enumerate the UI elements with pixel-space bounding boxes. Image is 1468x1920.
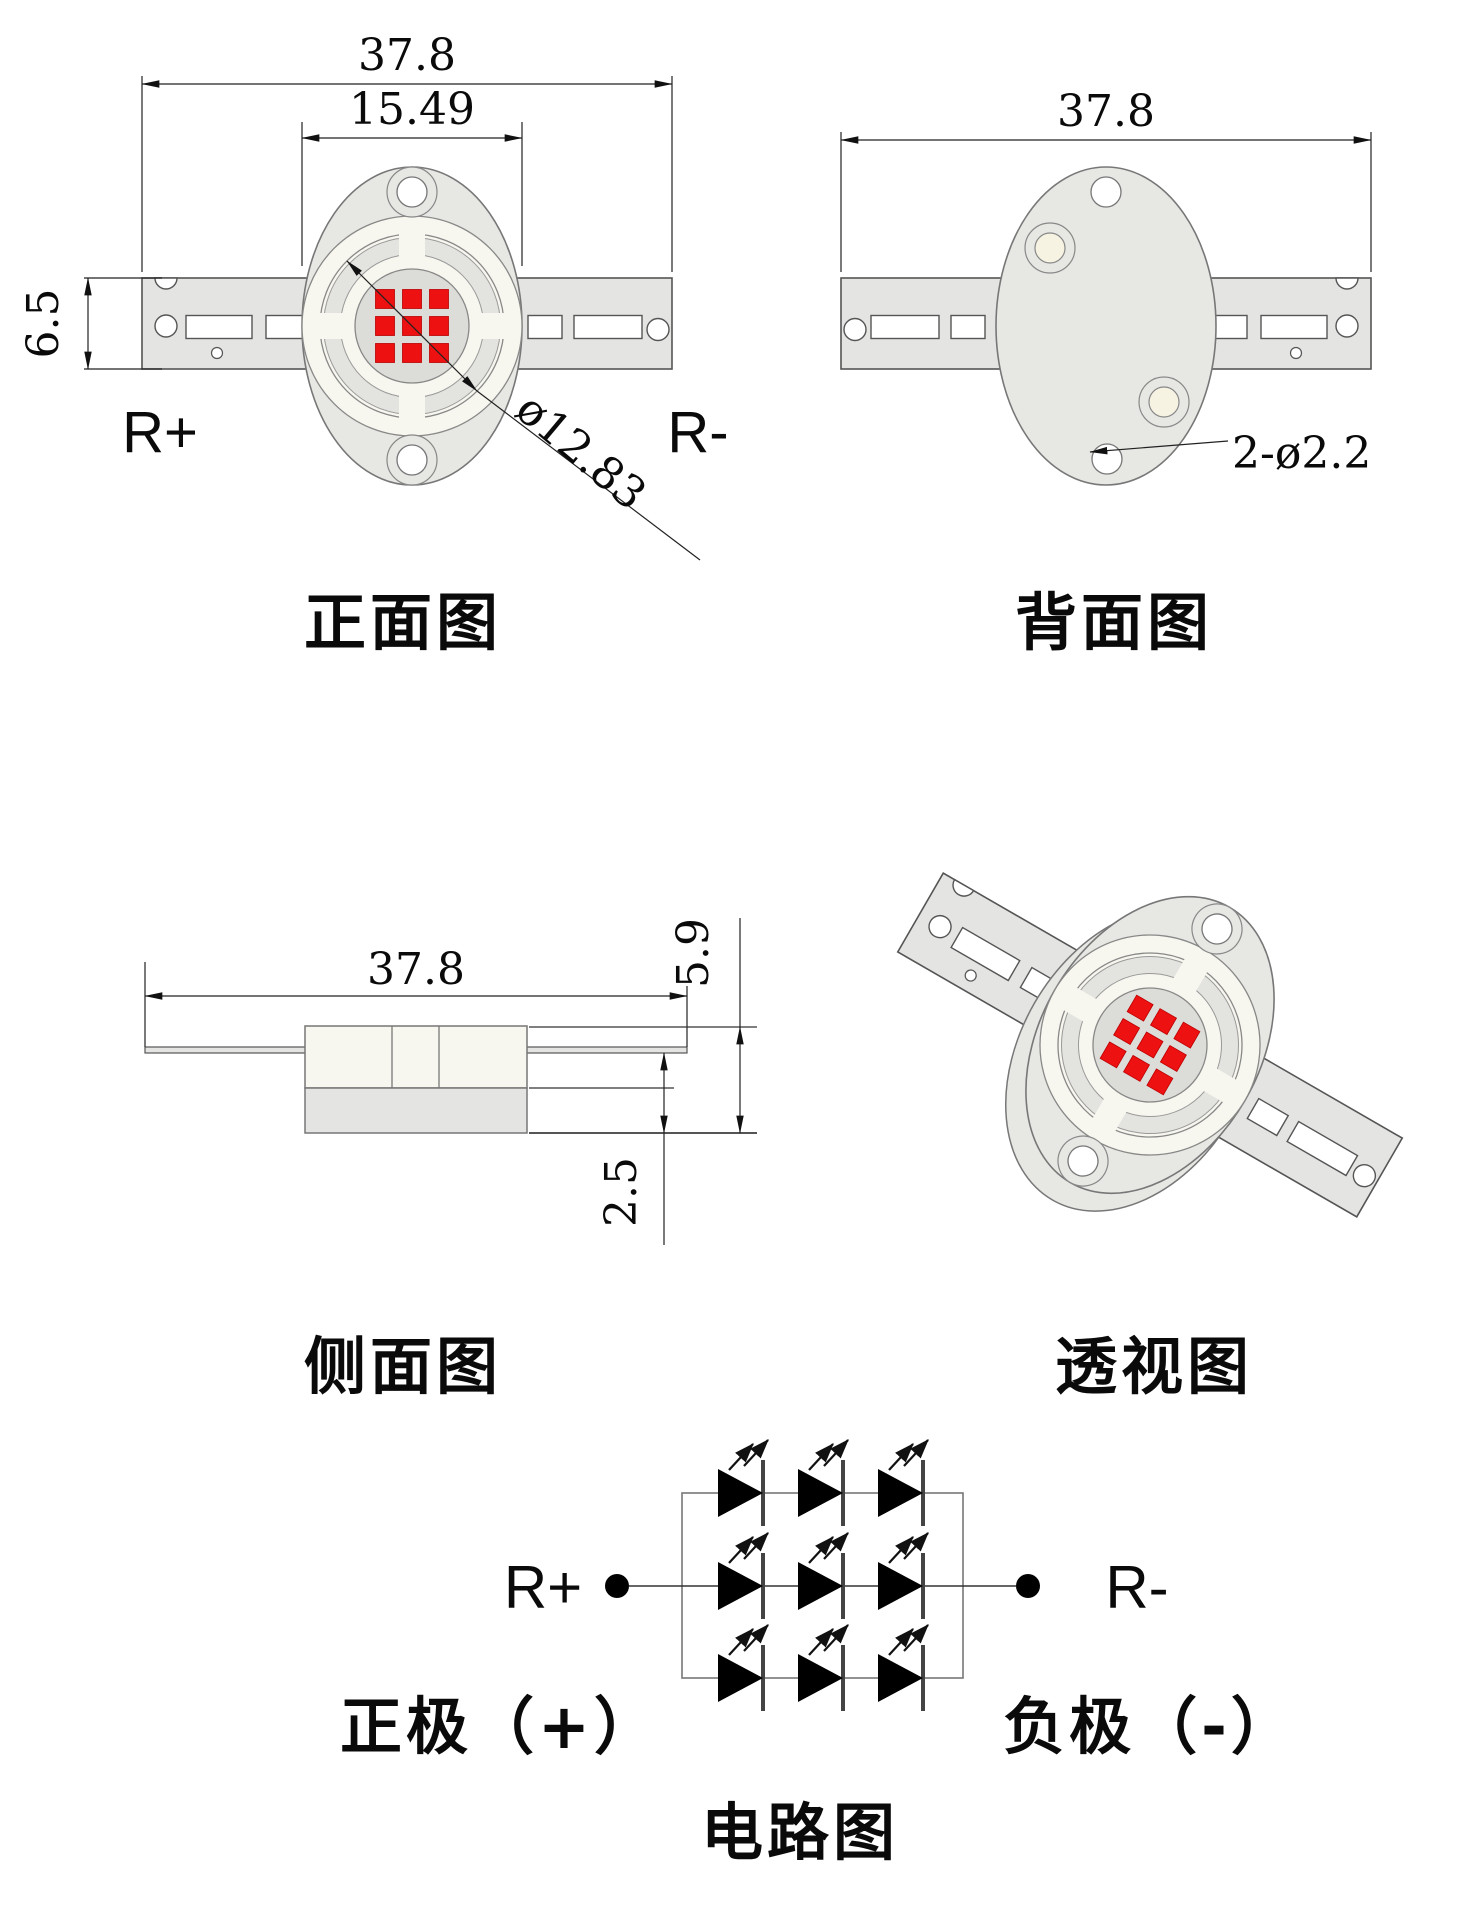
- circuit-cathode-label: R-: [1105, 1554, 1168, 1621]
- side-view: 37.8 5.9 2.5 侧面图: [144, 918, 757, 1403]
- back-width-dim: 37.8: [1057, 86, 1155, 137]
- negative-caption: 负极（-）: [1003, 1690, 1297, 1763]
- rivet-center: [1148, 386, 1180, 418]
- rivet-center: [1034, 232, 1066, 264]
- front-cathode-label: R-: [667, 400, 728, 465]
- front-view-title: 正面图: [304, 586, 502, 659]
- circuit-diagram: R+ R- 正极（+） 负极（-） 电路图: [340, 1440, 1297, 1869]
- side-height-dim: 5.9: [668, 918, 719, 988]
- back-body: [995, 166, 1217, 486]
- side-view-title: 侧面图: [304, 1330, 502, 1403]
- positive-caption: 正极（+）: [340, 1690, 660, 1763]
- cathode-terminal: [1016, 1574, 1040, 1598]
- mounting-hole: [1090, 176, 1122, 208]
- circuit-anode-label: R+: [504, 1554, 582, 1621]
- side-width-dim: 37.8: [367, 944, 465, 995]
- anode-terminal: [605, 1574, 629, 1598]
- front-lens-diameter-dim: ø12.83: [506, 383, 656, 520]
- front-view: 37.8 15.49 6.5 ø12.83 R+ R- 正面图: [18, 30, 729, 659]
- front-flange-dim: 15.49: [349, 84, 475, 135]
- perspective-view: 透视图: [896, 775, 1404, 1403]
- mounting-hole: [1091, 443, 1123, 475]
- back-holes-dim: 2-ø2.2: [1232, 428, 1371, 479]
- back-view: 37.8 2-ø2.2 背面图: [840, 86, 1372, 659]
- back-view-title: 背面图: [1015, 586, 1213, 659]
- side-base-offset-dim: 2.5: [596, 1157, 647, 1227]
- front-width-dim: 37.8: [358, 30, 456, 81]
- front-bracket-height-dim: 6.5: [18, 289, 69, 359]
- front-anode-label: R+: [122, 400, 198, 465]
- body-top-profile: [304, 1025, 528, 1089]
- body-base-profile: [304, 1087, 528, 1134]
- circuit-title: 电路图: [701, 1796, 899, 1869]
- perspective-view-title: 透视图: [1055, 1330, 1253, 1403]
